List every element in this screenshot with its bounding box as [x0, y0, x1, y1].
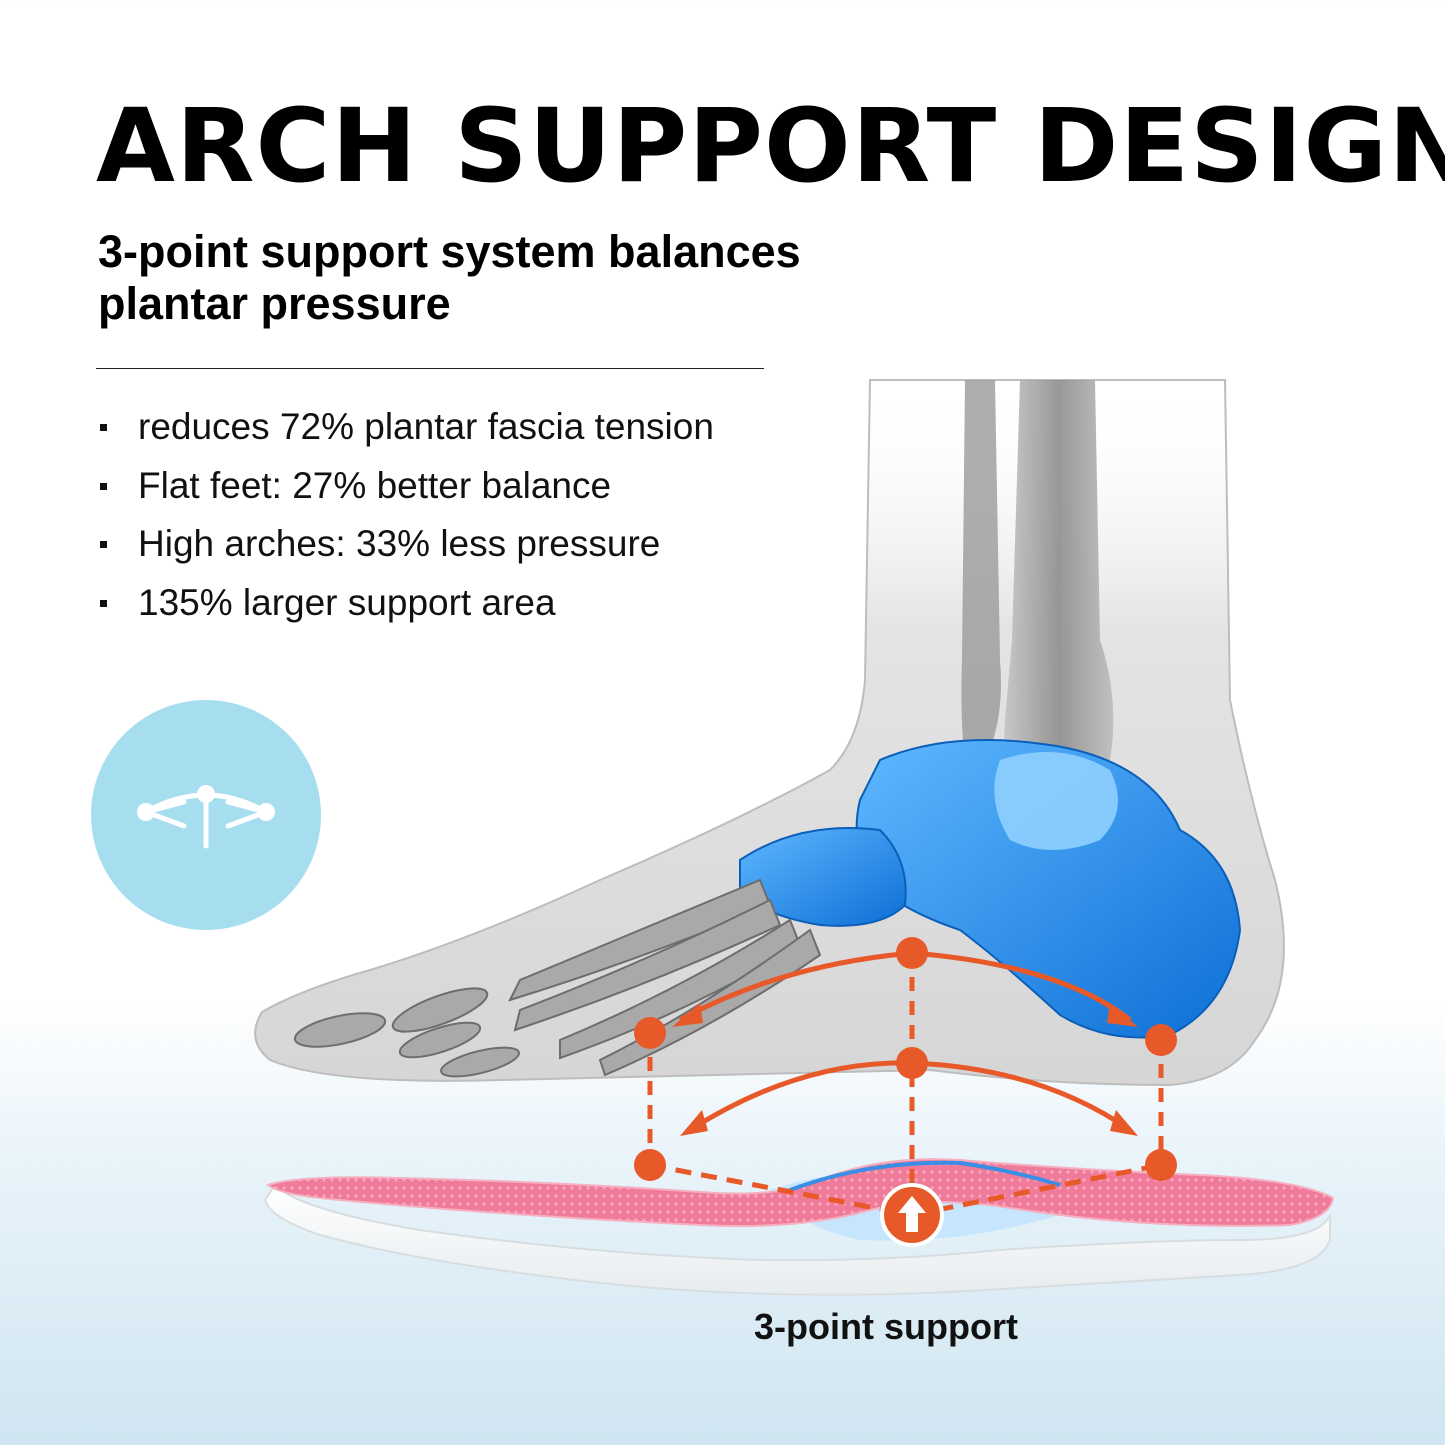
support-point-dots — [634, 937, 1177, 1181]
page-title: ARCH SUPPORT DESIGN — [96, 87, 1445, 206]
tibia-bone — [1004, 380, 1114, 792]
feature-item: High arches: 33% less pressure — [98, 515, 714, 574]
feature-item: reduces 72% plantar fascia tension — [98, 398, 714, 457]
fibula-bone — [961, 380, 1001, 760]
feature-list: reduces 72% plantar fascia tension Flat … — [98, 398, 714, 632]
diagram-caption: 3-point support — [754, 1306, 1018, 1347]
insole-arch-edge — [789, 1160, 1061, 1192]
toe-bones — [293, 878, 822, 1078]
page-subtitle: 3-point support system balances plantar … — [98, 226, 801, 329]
feature-item: 135% larger support area — [98, 574, 714, 633]
talus-bone — [994, 752, 1118, 850]
feature-item: Flat feet: 27% better balance — [98, 457, 714, 516]
arrow-heads — [672, 1003, 1138, 1136]
insole-foam — [263, 1183, 1331, 1296]
arch-support-icon — [137, 785, 275, 849]
midfoot-bones — [739, 827, 907, 927]
up-arrow-icon — [898, 1196, 926, 1232]
insole-top — [265, 1158, 1335, 1227]
divider — [96, 368, 764, 369]
arch-support-badge — [91, 700, 321, 930]
